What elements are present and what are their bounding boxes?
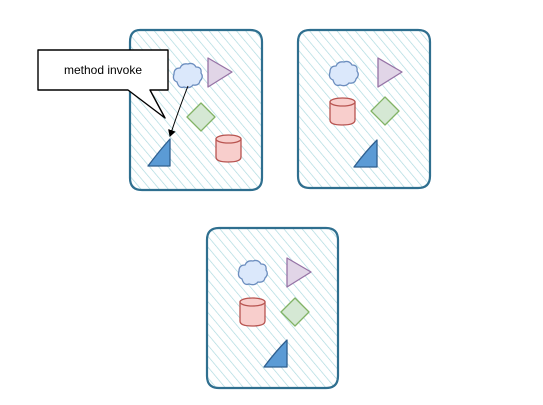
- cloud-icon: [328, 60, 359, 87]
- callout-bubble: method invoke: [37, 49, 169, 119]
- diamond-icon: [280, 297, 310, 327]
- container-3: [205, 226, 340, 390]
- wedge-icon: [263, 339, 288, 368]
- callout-text: method invoke: [64, 63, 142, 77]
- diamond-icon: [370, 96, 400, 126]
- triangle-icon: [377, 57, 403, 88]
- cylinder-icon: [239, 297, 266, 327]
- triangle-icon: [207, 57, 233, 88]
- wedge-icon: [147, 138, 171, 167]
- cloud-icon: [172, 62, 203, 89]
- cloud-icon: [237, 259, 268, 286]
- cylinder-icon: [329, 97, 356, 126]
- container-2: [296, 28, 432, 190]
- invoke-arrow: [168, 85, 189, 137]
- triangle-icon: [286, 257, 312, 288]
- cylinder-icon: [215, 134, 242, 163]
- diamond-icon: [186, 102, 216, 132]
- wedge-icon: [353, 139, 378, 168]
